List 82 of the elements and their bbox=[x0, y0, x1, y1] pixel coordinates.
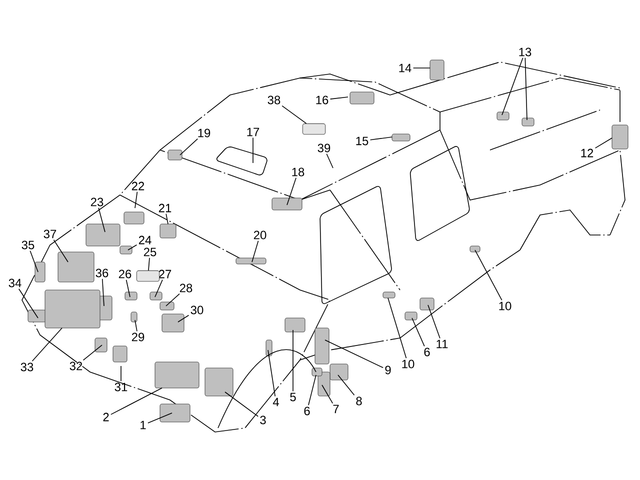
leader-line bbox=[330, 96, 348, 100]
callout-number: 7 bbox=[333, 404, 339, 414]
callout-number: 38 bbox=[268, 96, 280, 104]
leader-line bbox=[126, 279, 130, 298]
leader-line bbox=[30, 250, 38, 272]
callout-number: 1 bbox=[140, 420, 146, 430]
leader-line bbox=[148, 257, 150, 271]
leader-line bbox=[98, 207, 106, 232]
callout-number: 25 bbox=[144, 248, 156, 256]
callout-number: 31 bbox=[114, 382, 128, 392]
callout-number: 18 bbox=[292, 168, 304, 176]
leader-line bbox=[32, 328, 62, 362]
callout-number: 24 bbox=[138, 236, 152, 244]
callout-number: 37 bbox=[44, 230, 56, 238]
callout-number: 6 bbox=[424, 348, 430, 356]
leader-line bbox=[308, 374, 316, 406]
callout-number: 2 bbox=[103, 412, 109, 422]
callout-number: 12 bbox=[581, 148, 594, 158]
callout-number: 32 bbox=[70, 362, 82, 370]
callout-number: 4 bbox=[272, 398, 279, 406]
leader-line bbox=[502, 57, 524, 116]
leader-line bbox=[178, 314, 190, 322]
callout-number: 9 bbox=[385, 366, 391, 374]
callout-number: 36 bbox=[96, 268, 108, 278]
leader-line bbox=[292, 330, 294, 392]
callout-number: 35 bbox=[22, 240, 34, 250]
callout-number: 29 bbox=[132, 332, 144, 342]
leader-line bbox=[110, 388, 162, 415]
leader-line bbox=[428, 304, 440, 339]
leader-line bbox=[252, 240, 259, 262]
leader-line bbox=[180, 138, 198, 156]
leader-line bbox=[594, 138, 612, 148]
leader-line bbox=[524, 57, 528, 120]
leader-line bbox=[134, 320, 138, 332]
callout-number: 20 bbox=[254, 230, 266, 240]
callout-number: 33 bbox=[20, 362, 34, 372]
leader-line bbox=[286, 177, 296, 206]
leader-line bbox=[224, 392, 258, 417]
leader-line bbox=[324, 340, 384, 368]
callout-number: 10 bbox=[499, 302, 512, 310]
leader-line bbox=[474, 250, 502, 301]
leader-line bbox=[166, 213, 168, 224]
callout-number: 14 bbox=[399, 64, 412, 72]
leader-line bbox=[326, 153, 334, 168]
callout-number: 8 bbox=[356, 396, 362, 406]
leader-line bbox=[154, 279, 163, 298]
callout-number: 16 bbox=[316, 96, 328, 104]
callout-number: 10 bbox=[402, 360, 414, 368]
leader-line bbox=[282, 105, 307, 124]
leader-line bbox=[338, 374, 355, 396]
callout-number: 15 bbox=[356, 136, 368, 146]
leader-line bbox=[388, 298, 407, 359]
leader-line bbox=[166, 293, 180, 306]
callout-number: 26 bbox=[118, 270, 132, 278]
leader-line bbox=[102, 278, 104, 306]
callout-number: 23 bbox=[90, 198, 104, 206]
leader-line bbox=[128, 244, 138, 250]
leader-line bbox=[322, 384, 334, 404]
callout-number: 5 bbox=[290, 392, 296, 402]
leader-line bbox=[268, 350, 276, 397]
callout-number: 34 bbox=[8, 278, 22, 288]
callout-number: 6 bbox=[304, 406, 310, 416]
callout-number: 3 bbox=[260, 416, 266, 424]
leader-line bbox=[134, 191, 138, 208]
callout-number: 19 bbox=[198, 128, 210, 138]
component-drawing bbox=[302, 123, 326, 135]
callout-number: 28 bbox=[180, 284, 192, 292]
component-drawing bbox=[136, 270, 160, 282]
leader-line bbox=[82, 344, 102, 361]
leader-line bbox=[18, 288, 38, 318]
leader-line bbox=[412, 318, 425, 347]
callout-number: 11 bbox=[436, 340, 448, 348]
leader-line bbox=[252, 137, 254, 164]
leader-line bbox=[120, 366, 122, 382]
leader-line bbox=[53, 239, 68, 262]
callout-number: 30 bbox=[190, 306, 204, 314]
callout-number: 21 bbox=[158, 204, 172, 212]
leader-line bbox=[370, 136, 392, 140]
callout-number: 22 bbox=[132, 182, 144, 190]
callout-number: 39 bbox=[318, 144, 330, 152]
callout-number: 13 bbox=[519, 48, 532, 56]
callout-number: 17 bbox=[247, 128, 260, 136]
